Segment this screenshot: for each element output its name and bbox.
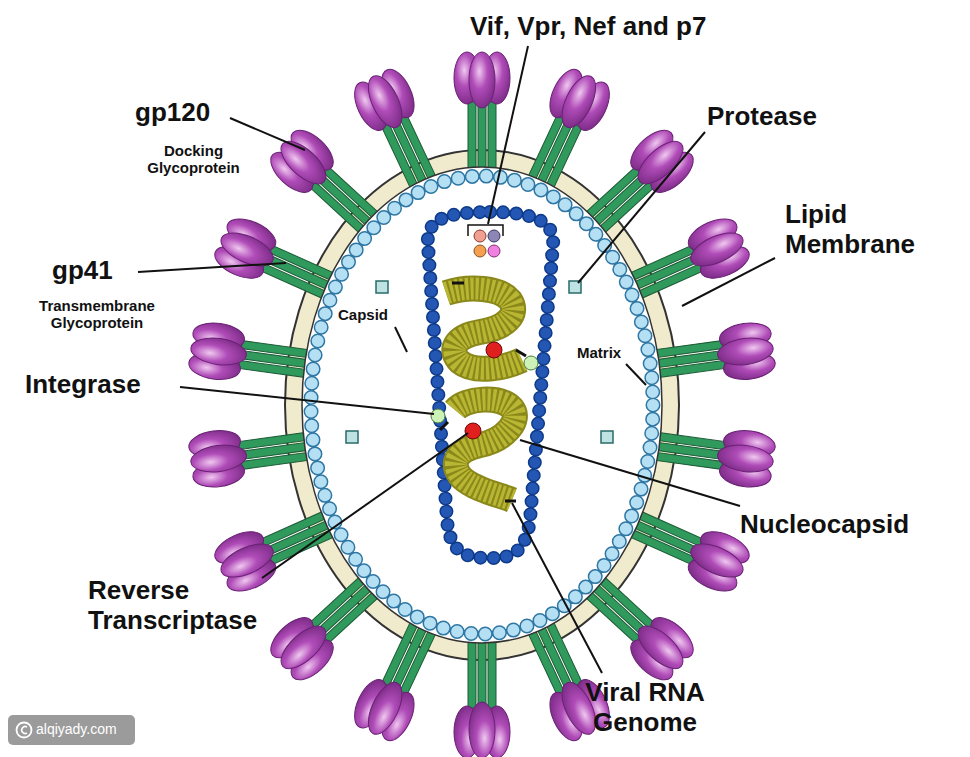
component-label: gp120: [135, 98, 210, 128]
component-label: Matrix: [577, 344, 621, 361]
component-label: Nucleocapsid: [740, 510, 909, 540]
component-label: Vif, Vpr, Nef and p7: [470, 12, 706, 42]
component-label: Viral RNA Genome: [560, 678, 730, 738]
component-subtitle: Transmembrane Glycoprotein: [12, 297, 182, 332]
watermark-text: alqiyady.com: [36, 721, 117, 737]
component-label: Protease: [707, 102, 817, 132]
component-label: Lipid Membrane: [785, 200, 945, 260]
accessory-proteins: [468, 225, 503, 257]
enzyme-markers: [431, 283, 538, 501]
capsid-shell: [428, 212, 553, 558]
rna-genome: [446, 289, 522, 500]
matrix-layer: [311, 176, 653, 634]
component-label: Integrase: [25, 370, 141, 400]
component-label: Reverse Transcriptase: [88, 576, 298, 636]
protease-molecules: [346, 281, 613, 443]
component-label: gp41: [52, 256, 113, 286]
component-label: Capsid: [338, 306, 388, 323]
leader-lines: [138, 46, 775, 673]
glycoprotein-spikes: [187, 52, 777, 757]
watermark-badge: [8, 715, 135, 745]
component-subtitle: Docking Glycoprotein: [136, 142, 251, 177]
